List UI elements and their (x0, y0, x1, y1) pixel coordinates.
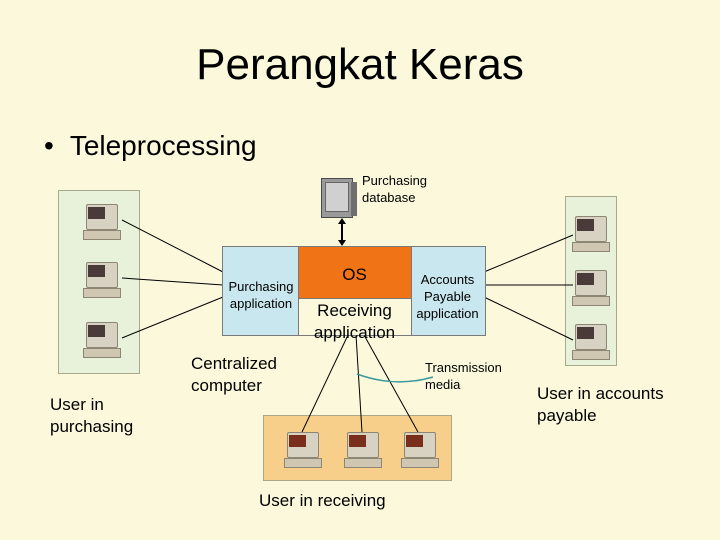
user-computer-icon (82, 260, 121, 298)
connection-line (483, 234, 574, 273)
bullet-text: Teleprocessing (69, 130, 257, 161)
database-server-icon (321, 176, 357, 218)
purchasing-database-label: Purchasing database (362, 173, 428, 205)
receiving-application-label: Receiving application (313, 301, 396, 342)
connection-line (301, 334, 349, 433)
accounts-payable-application-label: Accounts Payable application (416, 272, 479, 321)
bullet-item: • Teleprocessing (44, 130, 257, 162)
connection-line (363, 334, 419, 433)
connection-line (355, 334, 363, 433)
os-box (298, 246, 413, 300)
accounts-payable-application-box (411, 246, 486, 336)
connection-line (121, 219, 224, 273)
connection-line (121, 277, 224, 286)
user-computer-icon (400, 430, 439, 468)
user-computer-icon (283, 430, 322, 468)
user-computer-icon (343, 430, 382, 468)
user-computer-icon (571, 322, 610, 360)
purchasing-application-box (222, 246, 300, 336)
connection-line (483, 296, 574, 341)
transmission-media-curve (356, 373, 434, 383)
purchasing-application-label: Purchasing application (228, 279, 294, 311)
user-in-accounts-payable-label: User in accounts payable (537, 384, 664, 425)
centralized-computer-label: Centralized computer (191, 354, 277, 395)
connection-line (121, 296, 224, 339)
database-link-arrow-up (338, 218, 346, 224)
os-label: OS (342, 265, 367, 284)
receiving-application-box (298, 298, 413, 336)
slide-title: Perangkat Keras (196, 40, 524, 89)
user-computer-icon (571, 214, 610, 252)
bullet-dot: • (44, 130, 54, 161)
user-in-receiving-label: User in receiving (259, 491, 386, 510)
user-in-purchasing-label: User in purchasing (50, 395, 134, 436)
user-computer-icon (82, 320, 121, 358)
user-computer-icon (571, 268, 610, 306)
transmission-media-label: Transmission media (425, 360, 502, 392)
user-computer-icon (82, 202, 121, 240)
database-link-arrow-down (338, 240, 346, 246)
